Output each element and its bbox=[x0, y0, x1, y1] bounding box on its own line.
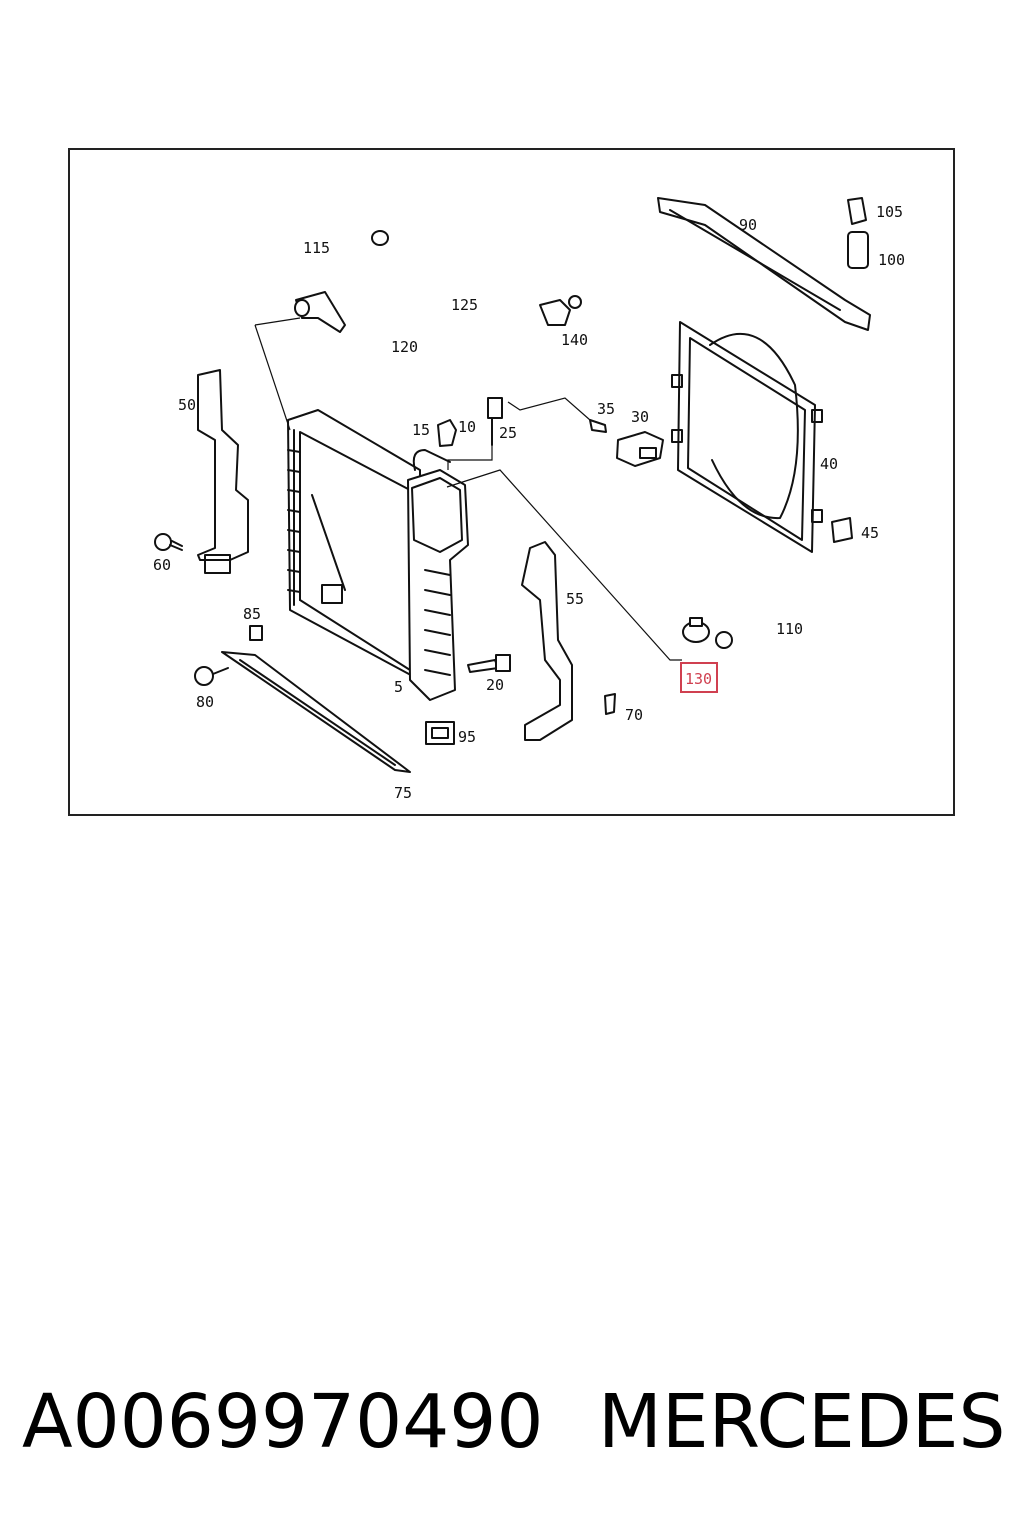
pipe-120-part[interactable] bbox=[357, 340, 478, 408]
highlight-box-130 bbox=[680, 662, 718, 693]
label-130: 130 bbox=[685, 670, 712, 688]
label-105: 105 bbox=[876, 203, 903, 221]
expansion-tank-part[interactable] bbox=[407, 419, 469, 701]
label-75: 75 bbox=[394, 784, 412, 802]
label-95: 95 bbox=[458, 728, 476, 746]
label-110: 110 bbox=[776, 620, 803, 638]
label-115: 115 bbox=[303, 239, 330, 257]
label-25: 25 bbox=[499, 424, 517, 442]
label-30: 30 bbox=[631, 408, 649, 426]
part-labels: 5 10 15 20 25 30 35 40 45 50 55 60 70 75… bbox=[153, 203, 905, 802]
hose-115-part[interactable] bbox=[294, 215, 389, 333]
clip-140-part[interactable] bbox=[539, 295, 582, 326]
label-70: 70 bbox=[625, 706, 643, 724]
label-60: 60 bbox=[153, 556, 171, 574]
label-55: 55 bbox=[566, 590, 584, 608]
clip-100-part[interactable] bbox=[847, 231, 869, 269]
label-20: 20 bbox=[486, 676, 504, 694]
label-45: 45 bbox=[861, 524, 879, 542]
label-5: 5 bbox=[394, 678, 403, 696]
label-100: 100 bbox=[878, 251, 905, 269]
radiator-part[interactable] bbox=[287, 409, 421, 681]
leader-lines bbox=[254, 317, 682, 661]
label-50: 50 bbox=[178, 396, 196, 414]
brand-name: MERCEDES bbox=[598, 1379, 1006, 1465]
hose-clamp-130-part[interactable] bbox=[682, 617, 710, 643]
sensor-95-part[interactable] bbox=[425, 721, 455, 745]
drain-plug-part[interactable] bbox=[467, 654, 511, 673]
clip-45-part[interactable] bbox=[831, 517, 853, 543]
label-80: 80 bbox=[196, 693, 214, 711]
bolt-60-part[interactable] bbox=[154, 533, 183, 551]
relay-30-part[interactable] bbox=[616, 431, 664, 467]
label-125: 125 bbox=[451, 296, 478, 314]
hose-110-part[interactable] bbox=[648, 503, 773, 649]
clip-85-part[interactable] bbox=[249, 625, 263, 641]
sensor-25-part[interactable] bbox=[487, 397, 503, 446]
label-35: 35 bbox=[597, 400, 615, 418]
caption: A0069970490 MERCEDES bbox=[0, 1372, 1024, 1472]
hose-125-part[interactable] bbox=[470, 278, 506, 360]
upper-crossmember-part[interactable] bbox=[657, 197, 871, 331]
part-35[interactable] bbox=[589, 419, 607, 433]
label-90: 90 bbox=[739, 216, 757, 234]
label-85: 85 bbox=[243, 605, 261, 623]
left-bracket-part[interactable] bbox=[197, 369, 249, 574]
label-40: 40 bbox=[820, 455, 838, 473]
fan-shroud-part[interactable] bbox=[671, 321, 823, 553]
clip-105-part[interactable] bbox=[847, 197, 867, 225]
label-10: 10 bbox=[458, 418, 476, 436]
clip-70-part[interactable] bbox=[604, 693, 616, 715]
lower-air-guide-part[interactable] bbox=[221, 651, 411, 773]
label-140: 140 bbox=[561, 331, 588, 349]
screw-80-part[interactable] bbox=[194, 666, 229, 686]
label-15: 15 bbox=[412, 421, 430, 439]
label-120: 120 bbox=[391, 338, 418, 356]
right-bracket-part[interactable] bbox=[521, 541, 573, 741]
part-number: A0069970490 bbox=[22, 1379, 544, 1465]
